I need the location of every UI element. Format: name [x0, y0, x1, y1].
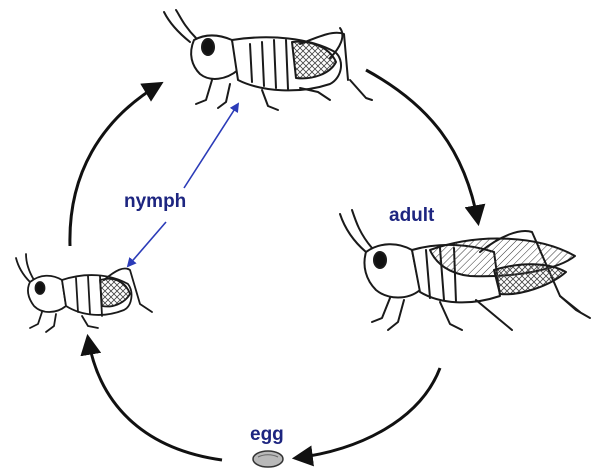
grasshopper-adult-icon — [340, 210, 590, 330]
label-nymph: nymph — [124, 192, 186, 211]
cycle-arrow-top-to-adult — [366, 70, 478, 222]
grasshopper-nymph-large-icon — [164, 10, 372, 110]
grasshopper-nymph-small-icon — [16, 254, 152, 332]
cycle-arrow-small-to-top — [70, 84, 160, 246]
nymph-pointer-arrow-up — [184, 104, 238, 188]
label-adult: adult — [389, 206, 434, 225]
cycle-arrow-egg-to-small — [88, 338, 222, 460]
label-egg: egg — [250, 425, 284, 444]
nymph-pointer-arrow-down — [128, 222, 166, 266]
cycle-arrow-adult-to-egg — [296, 368, 440, 458]
egg-icon — [253, 451, 283, 467]
